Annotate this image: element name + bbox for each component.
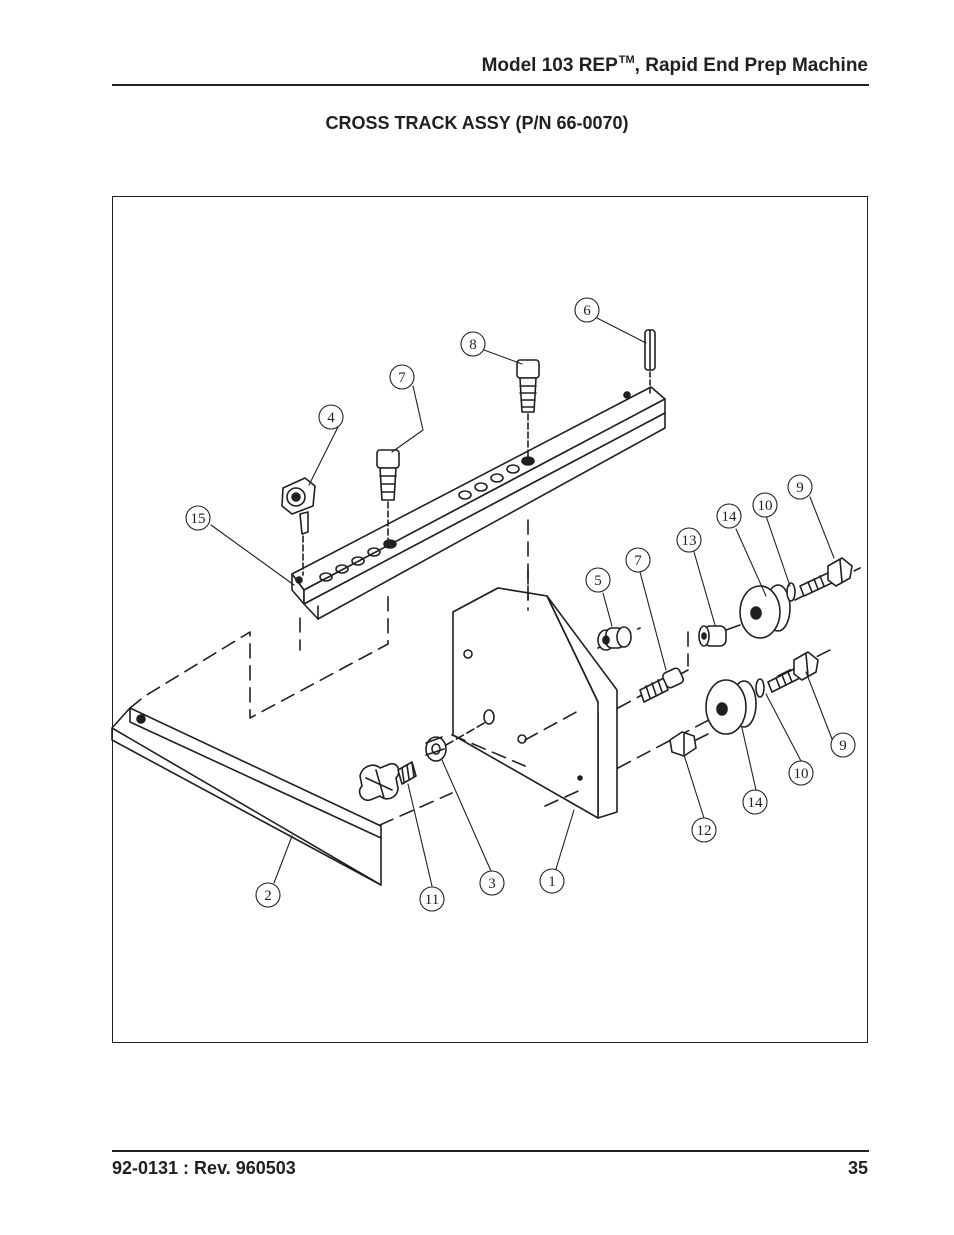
callout-10-lower: 10 (794, 766, 809, 782)
nut (669, 731, 709, 757)
washer-lower (755, 678, 765, 698)
bolt-lower (767, 651, 819, 693)
bushing (597, 626, 632, 651)
screw-on-bar (376, 449, 400, 544)
callout-9-lower: 9 (839, 738, 847, 754)
pin (644, 329, 656, 397)
callout-13: 13 (682, 533, 697, 549)
eccentric-bushing (698, 624, 741, 647)
document-number: 92-0131 : Rev. 960503 (112, 1158, 296, 1178)
callout-5: 5 (594, 573, 602, 589)
knob (358, 761, 417, 802)
lock-handle (281, 477, 316, 576)
roller-upper (739, 584, 791, 639)
screw-on-plate (639, 667, 685, 703)
roller-lower (705, 679, 757, 735)
washer-upper (786, 582, 796, 602)
callout-15: 15 (191, 511, 206, 527)
bolt-upper (799, 557, 853, 597)
callout-9-upper: 9 (796, 480, 804, 496)
header-title-rest: , Rapid End Prep Machine (634, 55, 868, 76)
callout-14-upper: 14 (722, 509, 738, 525)
cross-track-bar (291, 386, 666, 620)
callout-6: 6 (583, 303, 591, 319)
header-title: Model 103 REPTM, Rapid End Prep Machine (482, 54, 868, 77)
callout-1: 1 (548, 874, 556, 890)
callout-2: 2 (264, 888, 272, 904)
callout-7-lower: 7 (634, 553, 642, 569)
callout-circles (185, 297, 856, 912)
leader-lines (210, 317, 835, 887)
document-title: CROSS TRACK ASSY (P/N 66-0070) (325, 113, 629, 133)
header-title-main: Model 103 REP (481, 55, 618, 76)
callout-14-lower: 14 (748, 795, 764, 811)
callout-11: 11 (425, 892, 439, 908)
socket-cap-screw (516, 359, 540, 461)
callout-4: 4 (327, 410, 335, 426)
callout-labels: 6 8 7 4 15 9 10 14 13 7 5 9 10 14 12 1 3… (191, 303, 847, 908)
spacer (425, 721, 487, 762)
angle-bracket (111, 707, 382, 886)
diagram-frame (112, 196, 868, 1043)
callout-7-upper: 7 (398, 370, 406, 386)
callout-8: 8 (469, 337, 477, 353)
callout-10-upper: 10 (758, 498, 773, 514)
page-number: 35 (847, 1158, 868, 1178)
side-plate (452, 587, 618, 819)
callout-3: 3 (488, 876, 496, 892)
trademark-mark: TM (618, 54, 635, 66)
header-rule (112, 84, 869, 86)
footer-rule (112, 1150, 869, 1152)
callout-12: 12 (697, 823, 712, 839)
